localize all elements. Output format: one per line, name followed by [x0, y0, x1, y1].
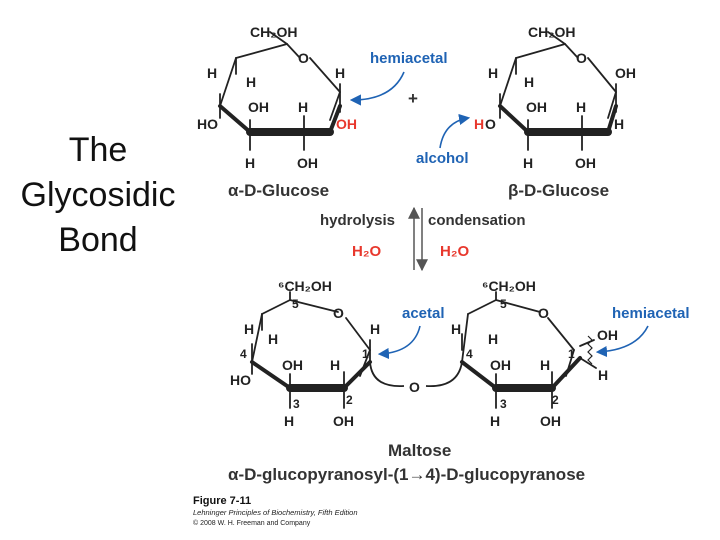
h-atom: H [244, 321, 254, 337]
h-atom: H [207, 65, 217, 81]
figure-number: Figure 7-11 [193, 495, 251, 507]
alcohol-h: H [474, 116, 484, 132]
h-atom: H [576, 99, 586, 115]
alpha-glucose-structure: CH₂OH O H H H OH H HO OH H OH α-D-Glucos… [197, 24, 357, 200]
h-atom: H [490, 413, 500, 429]
hydroxyl-group: OH [526, 99, 547, 115]
copyright: © 2008 W. H. Freeman and Company [193, 519, 311, 527]
h-atom: H [298, 99, 308, 115]
ring-oxygen: O [576, 50, 587, 66]
ch2oh-group: CH₂OH [528, 24, 575, 40]
maltose-name: Maltose [388, 441, 451, 460]
h-atom: H [451, 321, 461, 337]
carbon-number-4: 4 [466, 347, 473, 361]
h-atom: H [598, 367, 608, 383]
h-atom: H [370, 321, 380, 337]
alcohol-o: O [485, 116, 496, 132]
carbon-number-3: 3 [500, 397, 507, 411]
hydroxyl-group: OH [490, 357, 511, 373]
carbon-number-5: 5 [292, 297, 299, 311]
slide-title: The Glycosidic Bond [0, 128, 196, 263]
hydrolysis-label: hydrolysis [320, 212, 395, 229]
condensation-label: condensation [428, 212, 526, 229]
water-left: H₂O [352, 243, 381, 260]
slide-title-line-2: Glycosidic [20, 176, 176, 214]
wavy-bond [587, 335, 593, 365]
ch2oh-group-c6: ⁶CH₂OH [482, 278, 536, 294]
h-atom: H [284, 413, 294, 429]
hemiacetal-arrow-bottom [595, 325, 649, 358]
beta-glucose-name: β-D-Glucose [508, 181, 609, 200]
h-atom: H [614, 116, 624, 132]
ring-bonds [498, 31, 618, 151]
plus-sign: + [408, 89, 418, 108]
h-atom: H [524, 74, 534, 90]
h-atom: H [335, 65, 345, 81]
maltose-systematic-name: α-D-glucopyranosyl-(1→4)-D-glucopyranose [228, 465, 585, 484]
carbon-number-1: 1 [568, 347, 575, 361]
h-atom: H [330, 357, 340, 373]
hydroxyl-group: OH [615, 65, 636, 81]
glycosidic-oxygen: O [409, 379, 420, 395]
h-atom: H [245, 155, 255, 171]
hemiacetal-arrow-top [349, 71, 405, 106]
hemiacetal-label-top: hemiacetal [370, 50, 448, 67]
water-right: H₂O [440, 243, 469, 260]
beta-glucose-structure: CH₂OH O H H OH OH H H O H H OH β-D-Gluco… [474, 24, 636, 200]
hemiacetal-label-bottom: hemiacetal [612, 305, 690, 322]
hydroxyl-group: OH [575, 155, 596, 171]
h-atom: H [488, 65, 498, 81]
carbon-number-1: 1 [362, 347, 369, 361]
ring-oxygen: O [333, 305, 344, 321]
hydroxyl-group: OH [333, 413, 354, 429]
hydroxyl-group: HO [197, 116, 218, 132]
ring-oxygen: O [538, 305, 549, 321]
hydroxyl-group: OH [282, 357, 303, 373]
h-atom: H [246, 74, 256, 90]
carbon-number-4: 4 [240, 347, 247, 361]
glycosidic-bond-left [369, 361, 405, 387]
glycosidic-bond-right [425, 361, 463, 387]
maltose-right-ring: ⁶CH₂OH 5 O H H 4 1 OH H OH H 3 2 H OH [451, 278, 618, 429]
carbon-number-5: 5 [500, 297, 507, 311]
hydroxyl-group: HO [230, 372, 251, 388]
anomeric-hydroxyl: OH [336, 116, 357, 132]
h-atom: H [523, 155, 533, 171]
hydroxyl-group: OH [540, 413, 561, 429]
alcohol-arrow [439, 113, 471, 149]
acetal-label: acetal [402, 305, 445, 322]
book-title: Lehninger Principles of Biochemistry, Fi… [193, 508, 358, 517]
alpha-glucose-name: α-D-Glucose [228, 181, 329, 200]
maltose-left-ring: ⁶CH₂OH 5 O H H H 4 1 OH H HO 3 2 H OH [230, 278, 380, 429]
h-atom: H [268, 331, 278, 347]
hydroxyl-group: OH [297, 155, 318, 171]
ch2oh-group: CH₂OH [250, 24, 297, 40]
acetal-arrow [377, 325, 421, 360]
carbon-number-2: 2 [552, 393, 559, 407]
slide-title-line-1: The [68, 131, 128, 169]
alcohol-label: alcohol [416, 150, 469, 167]
carbon-number-3: 3 [293, 397, 300, 411]
ring-oxygen: O [298, 50, 309, 66]
slide-title-line-3: Bond [58, 221, 138, 259]
h-atom: H [540, 357, 550, 373]
anomeric-hydroxyl: OH [597, 327, 618, 343]
carbon-number-2: 2 [346, 393, 353, 407]
ch2oh-group-c6: ⁶CH₂OH [278, 278, 332, 294]
ring-bonds [218, 31, 342, 151]
hydroxyl-group: OH [248, 99, 269, 115]
h-atom: H [488, 331, 498, 347]
